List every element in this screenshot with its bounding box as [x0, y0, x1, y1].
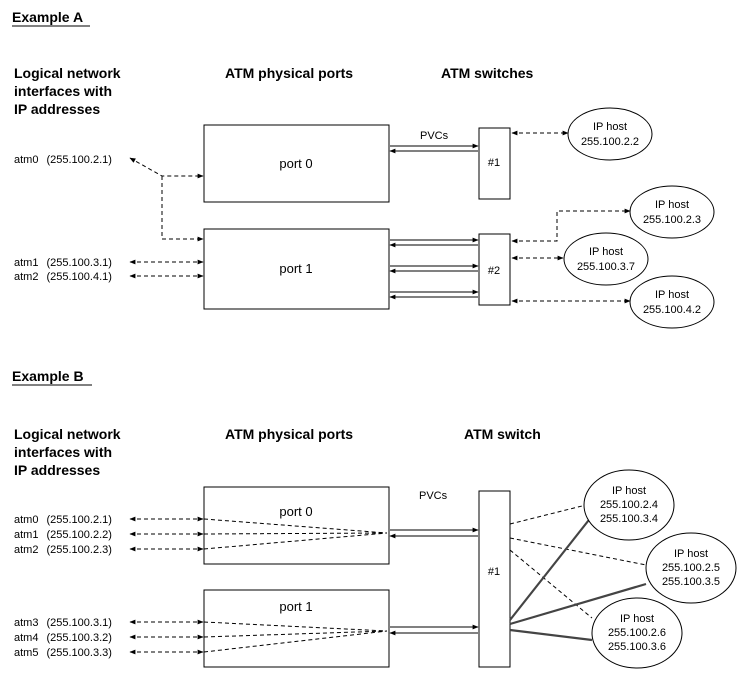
logical-heading-b-line1: Logical network: [14, 426, 121, 442]
ports-heading-a: ATM physical ports: [225, 65, 353, 81]
ports-heading-b: ATM physical ports: [225, 426, 353, 442]
example-a-title: Example A: [12, 9, 83, 25]
ip-host-b2-ip2: 255.100.3.5: [662, 576, 720, 588]
ip-host-b3-label: IP host: [620, 613, 654, 625]
ip-host-b1-ip1: 255.100.2.4: [600, 499, 658, 511]
port1-box-a: [203, 228, 390, 310]
link-b-sw-host1-a: [509, 504, 587, 525]
link-b-sw-host2-a: [509, 537, 647, 566]
switch1-box-a: [478, 127, 511, 200]
ip-host-b2-ip1: 255.100.2.5: [662, 562, 720, 574]
ip-host-b1-ip2: 255.100.3.4: [600, 513, 658, 525]
interface-atm2-b: atm2(255.100.2.3): [14, 544, 112, 556]
logical-heading-b-line3: IP addresses: [14, 462, 100, 478]
ip-host-a2: [629, 185, 715, 239]
fan-port1-3: [203, 630, 388, 653]
pvcs-label-b: PVCs: [419, 490, 448, 502]
link-b-sw-host3-b: [509, 628, 593, 642]
switch1-label-a: #1: [488, 157, 500, 169]
link-b-sw-host3-a: [509, 549, 593, 619]
ip-host-a2-ip: 255.100.2.3: [643, 214, 701, 226]
port1-label-b: port 1: [279, 599, 312, 614]
fan-port0-3: [203, 532, 388, 550]
link-atm0-port1: [161, 176, 204, 242]
switch2-box-a: [478, 233, 511, 306]
interface-atm1-a: atm1(255.100.3.1): [14, 257, 112, 269]
switch1-box-b: [478, 490, 511, 668]
logical-heading-a-line3: IP addresses: [14, 101, 100, 117]
interface-atm0-b: atm0(255.100.2.1): [14, 514, 112, 526]
link-b-sw-host2-b: [509, 582, 647, 626]
ip-host-a1: [567, 107, 653, 161]
port1-label-a: port 1: [279, 261, 312, 276]
ip-host-b3-ip1: 255.100.2.6: [608, 627, 666, 639]
ip-host-a4-label: IP host: [655, 289, 689, 301]
interface-atm5-b: atm5(255.100.3.3): [14, 647, 112, 659]
interface-atm4-b: atm4(255.100.3.2): [14, 632, 112, 644]
switches-heading-a: ATM switches: [441, 65, 534, 81]
interface-atm2-a: atm2(255.100.4.1): [14, 271, 112, 283]
ip-host-a2-label: IP host: [655, 199, 689, 211]
interface-atm1-b: atm1(255.100.2.2): [14, 529, 112, 541]
ip-host-a1-label: IP host: [593, 121, 627, 133]
ip-host-a3-label: IP host: [589, 246, 623, 258]
ip-host-b2-label: IP host: [674, 548, 708, 560]
ip-host-a1-ip: 255.100.2.2: [581, 136, 639, 148]
link-sw2-host2: [511, 208, 631, 244]
fan-port0-2: [203, 532, 388, 535]
link-atm0-port0: [129, 157, 204, 179]
switch-heading-b: ATM switch: [464, 426, 541, 442]
ip-host-b3-ip2: 255.100.3.6: [608, 641, 666, 653]
ip-host-a4: [629, 275, 715, 329]
fan-port1-1: [203, 621, 388, 632]
ip-host-b3: [591, 597, 683, 669]
ip-host-a3: [563, 232, 649, 286]
port0-label-b: port 0: [279, 504, 312, 519]
ip-host-b2: [645, 532, 737, 604]
interface-atm0-a: atm0(255.100.2.1): [14, 154, 112, 166]
ip-host-b1-label: IP host: [612, 485, 646, 497]
logical-heading-a-line1: Logical network: [14, 65, 121, 81]
pvcs-label-a: PVCs: [420, 130, 449, 142]
switch2-label-a: #2: [488, 265, 500, 277]
port1-box-b: [203, 589, 390, 668]
logical-heading-b-line2: interfaces with: [14, 444, 112, 460]
fan-port1-2: [203, 630, 388, 638]
port0-box-a: [203, 124, 390, 203]
example-b-title: Example B: [12, 368, 84, 384]
link-b-sw-host1-b: [509, 515, 593, 621]
ip-host-b1: [583, 469, 675, 541]
ip-host-a4-ip: 255.100.4.2: [643, 304, 701, 316]
switch1-label-b: #1: [488, 566, 500, 578]
ip-host-a3-ip: 255.100.3.7: [577, 261, 635, 273]
port0-box-b: [203, 486, 390, 565]
port0-label-a: port 0: [279, 156, 312, 171]
logical-heading-a-line2: interfaces with: [14, 83, 112, 99]
fan-port0-1: [203, 518, 388, 534]
interface-atm3-b: atm3(255.100.3.1): [14, 617, 112, 629]
